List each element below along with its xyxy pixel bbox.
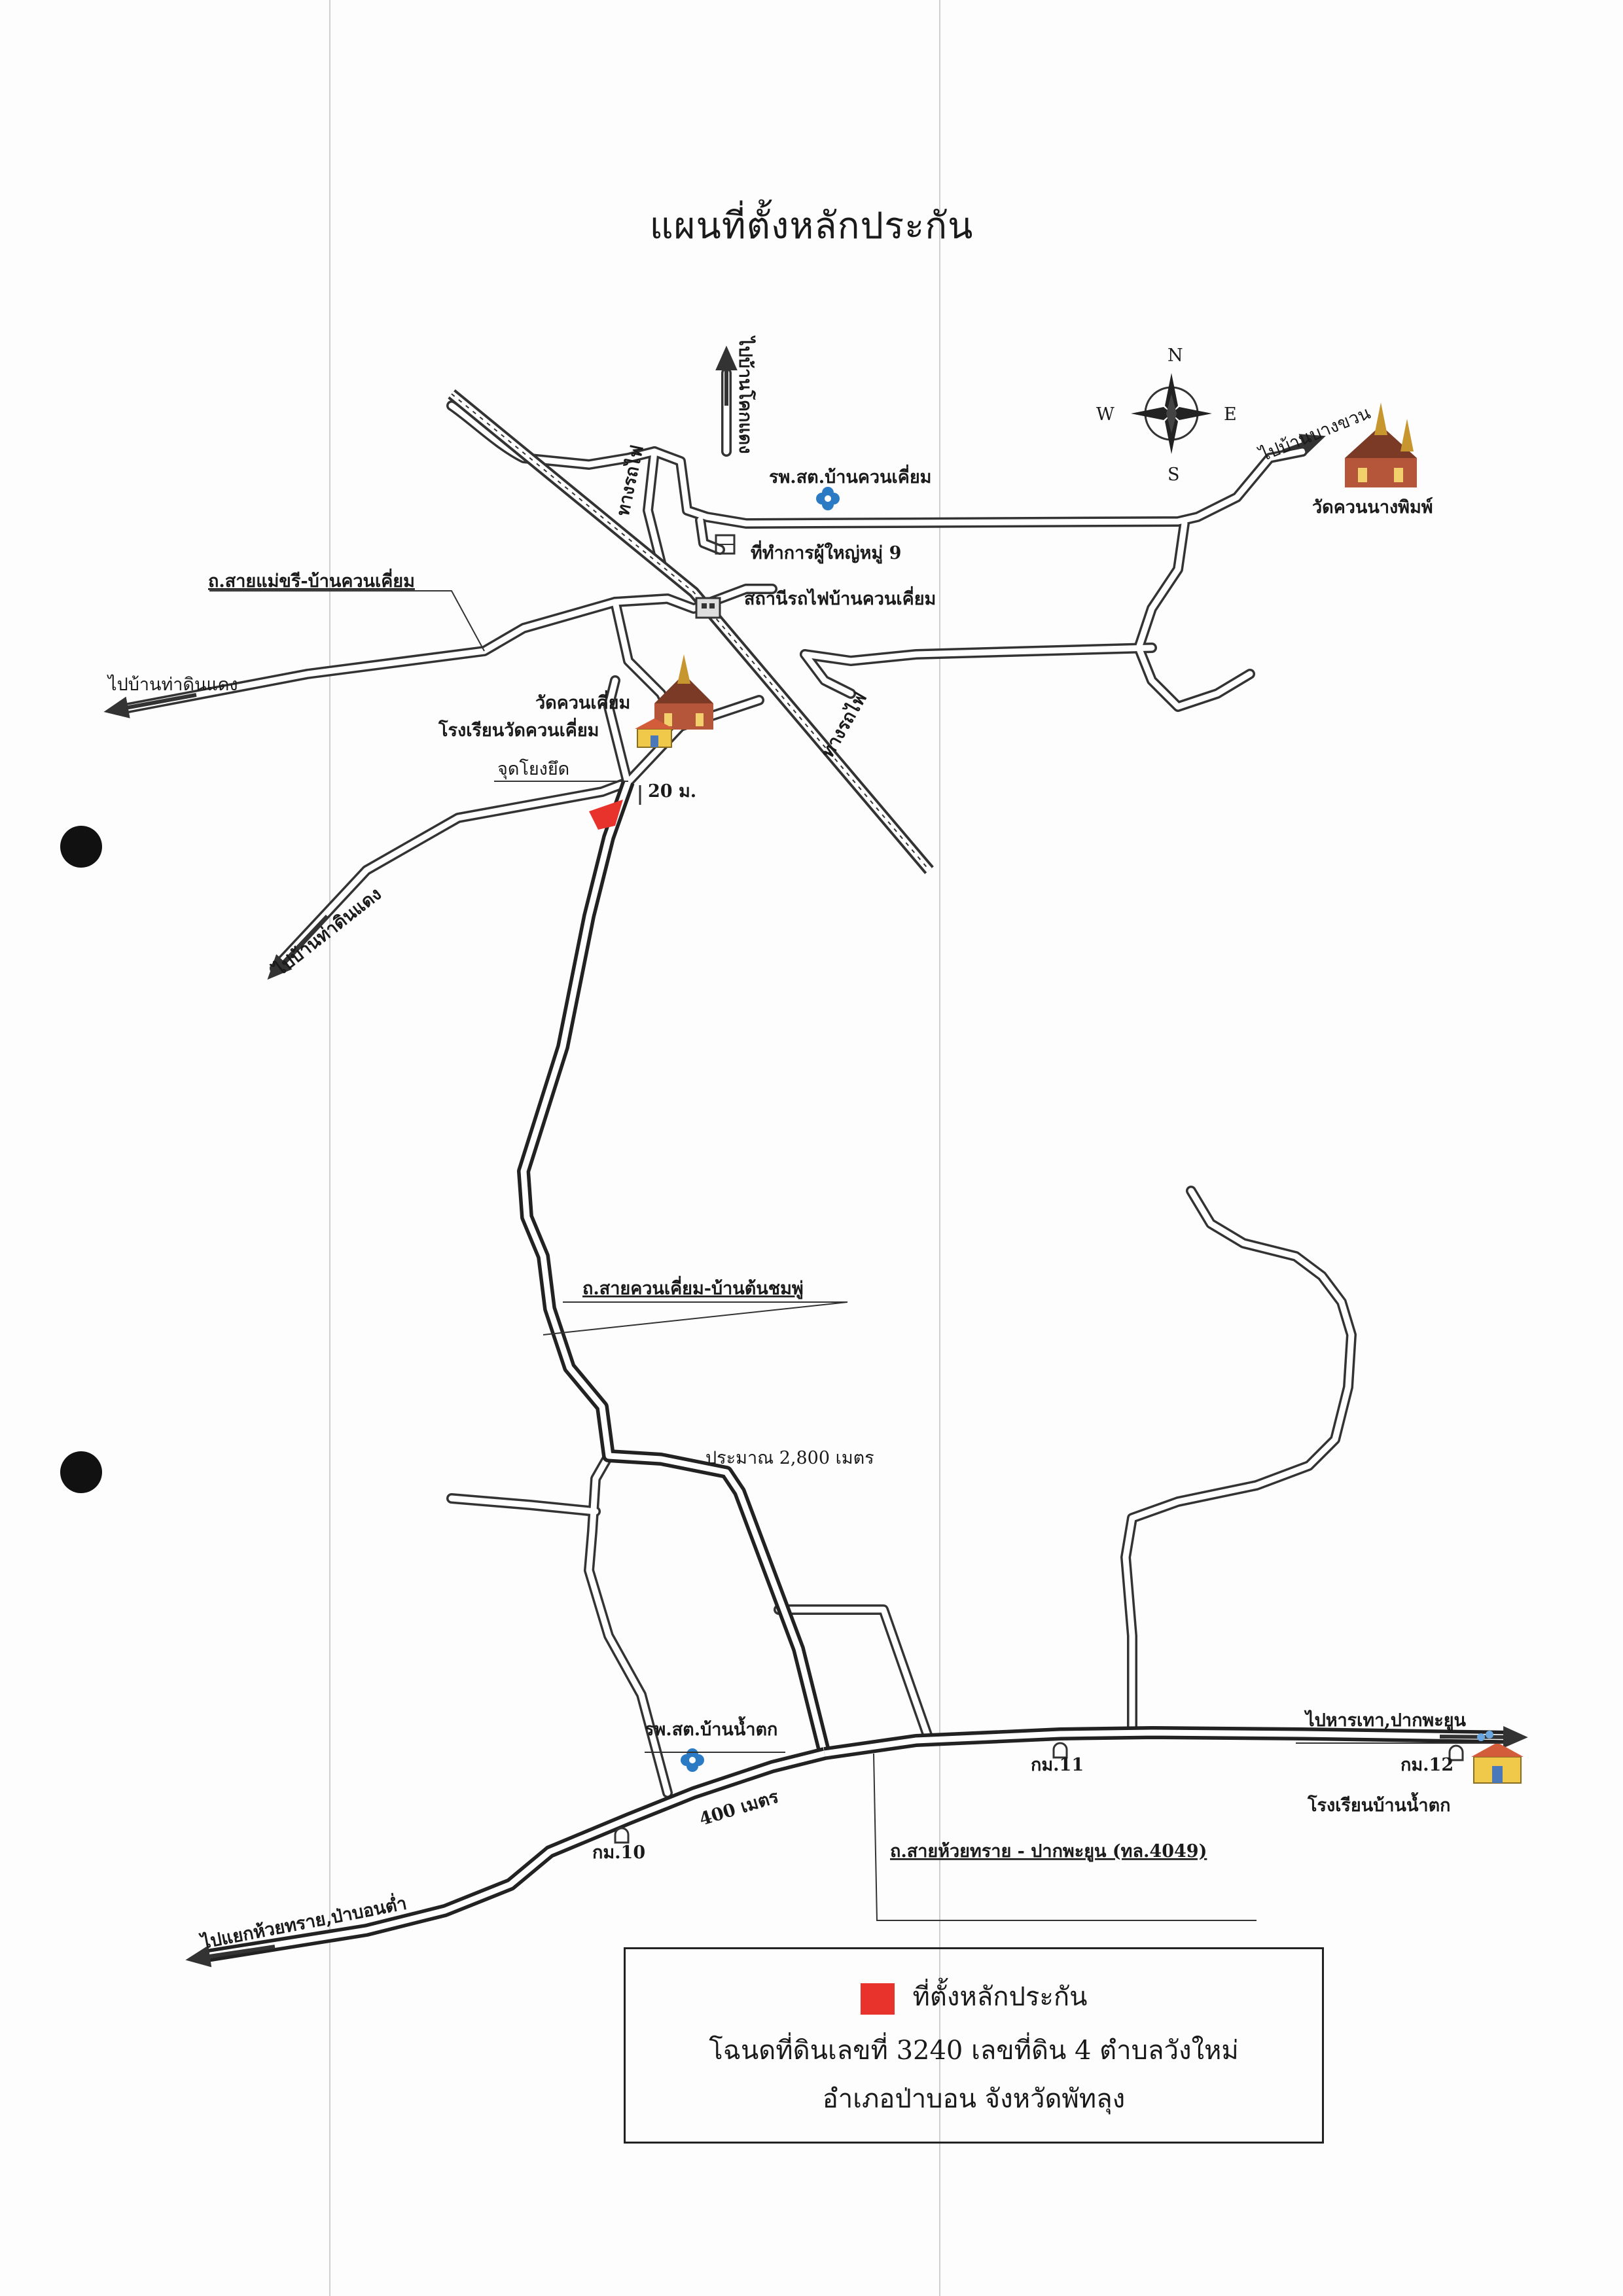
km-post-icon [1052, 1742, 1068, 1759]
scan-artifact-line [939, 0, 940, 2296]
health-center-icon [816, 487, 840, 510]
label-school-wat-quan-kiam: โรงเรียนวัดควนเคี่ยม [438, 717, 599, 741]
label-wat-quan-kiam: วัดควนเคี่ยม [535, 690, 630, 713]
label-road-maekhri: ถ.สายแม่ขรี-บ้านควนเคี่ยม [208, 568, 415, 592]
label-health-quan-kiam: รพ.สต.บ้านควนเคี่ยม [769, 464, 931, 487]
legend-deed-info: โฉนดที่ดินเลขที่ 3240 เลขที่ดิน 4 ตำบลวั… [709, 2036, 1239, 2066]
label-to-ban-tha-din-daeng-sw: ไปบ้านท่าดินแดง [268, 883, 385, 981]
leader-lines [209, 590, 1512, 1921]
label-wat-quan-nang-phim: วัดควนนางพิมพ์ [1312, 497, 1433, 518]
label-ref-point: จุดโยงยึด [497, 759, 569, 780]
scan-artifact-line [329, 0, 330, 2296]
health-center-icon [681, 1748, 704, 1772]
label-dist-20m: 20 ม. [648, 781, 696, 802]
label-approx-2800: ประมาณ 2,800 เมตร [705, 1448, 874, 1468]
punch-hole [60, 826, 102, 868]
punch-hole [60, 1451, 102, 1493]
label-road-quan-kiam-ton-chomphu: ถ.สายควนเคี่ยม-บ้านต้นชมพู่ [582, 1275, 804, 1299]
label-station: สถานีรถไฟบ้านควนเคี่ยม [744, 586, 936, 609]
railway-line [448, 389, 934, 874]
compass-south: S [1168, 465, 1180, 485]
compass-rose: N S E W [1096, 345, 1237, 485]
km-post-icon [1448, 1744, 1464, 1761]
school-icon [635, 718, 674, 748]
label-to-ban-tha-din-daeng: ไปบ้านท่าดินแดง [107, 675, 238, 695]
compass-north: N [1168, 345, 1183, 366]
legend-marker-label: ที่ตั้งหลักประกัน [912, 1982, 1088, 2012]
temple-icon [1345, 402, 1417, 487]
compass-west: W [1096, 404, 1115, 425]
label-village-head-office: ที่ทำการผู้ใหญ่หมู่ 9 [751, 540, 901, 564]
station-icon [695, 597, 721, 619]
label-school-nam-tok: โรงเรียนบ้านน้ำตก [1307, 1792, 1450, 1816]
label-to-ban-kho-kaeng: ไปบ้านโคกแดง [735, 335, 757, 454]
legend-row-marker: ที่ตั้งหลักประกัน [626, 1975, 1322, 2017]
main-access-road [202, 779, 1512, 1963]
km-post-icon [614, 1827, 630, 1844]
collateral-location-marker [589, 800, 623, 830]
label-km11: กม.11 [1031, 1755, 1084, 1775]
direction-arrows [103, 345, 1528, 1968]
school-icon [1471, 1731, 1524, 1784]
label-km10: กม.10 [592, 1843, 645, 1863]
label-railway: ทางรถไฟ [613, 444, 648, 518]
village-office-icon [715, 534, 736, 555]
map-legend: ที่ตั้งหลักประกัน โฉนดที่ดินเลขที่ 3240 … [624, 1947, 1324, 2144]
label-to-harn-thao: ไปหารเทา,ปากพะยูน [1304, 1710, 1467, 1731]
label-road-4049: ถ.สายห้วยทราย - ปากพะยูน (ทล.4049) [890, 1841, 1207, 1862]
label-railway: ทางรถไฟ [817, 689, 871, 762]
label-km12: กม.12 [1400, 1755, 1454, 1775]
legend-collateral-swatch [860, 1983, 895, 2015]
compass-east: E [1224, 404, 1237, 425]
label-health-nam-tok: รพ.สต.บ้านน้ำตก [645, 1716, 777, 1740]
legend-address: อำเภอป่าบอน จังหวัดพัทลุง [822, 2084, 1126, 2114]
map-title: แผนที่ตั้งหลักประกัน [649, 205, 974, 247]
